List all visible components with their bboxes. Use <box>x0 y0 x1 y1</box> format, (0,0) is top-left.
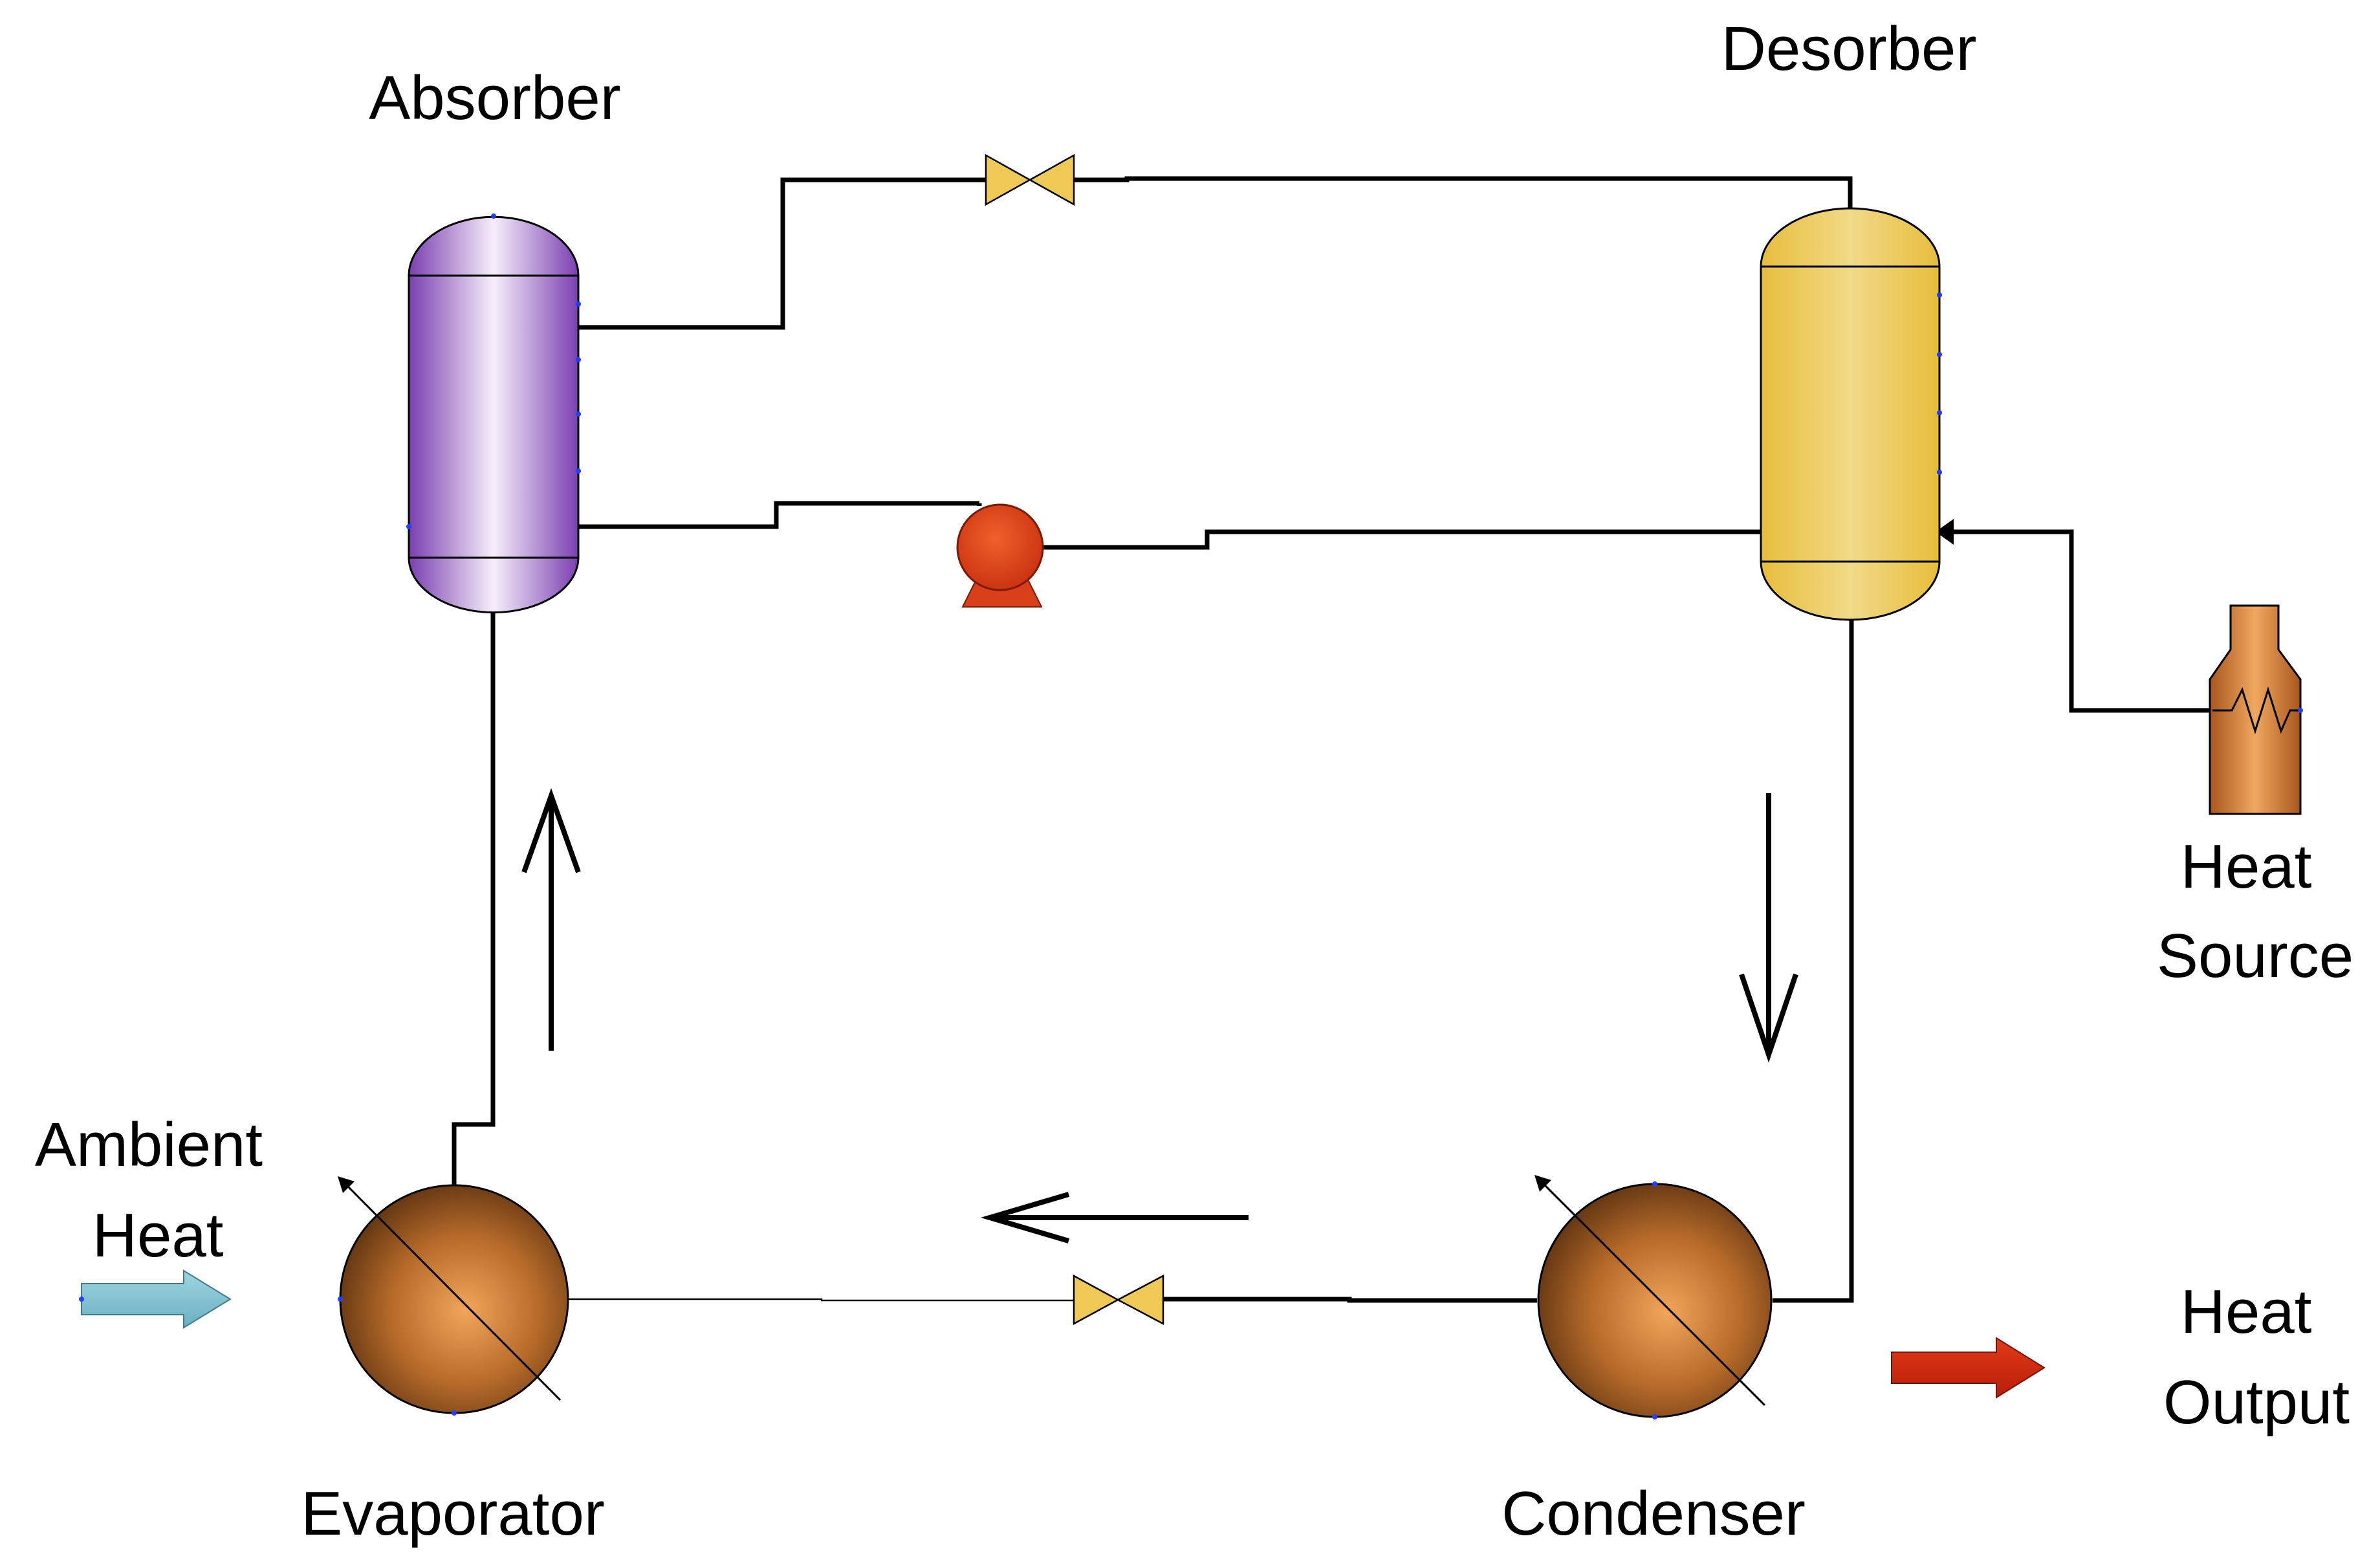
condenser-diagonal-arrowhead <box>1534 1175 1551 1192</box>
evaporator-label: Evaporator <box>301 1479 605 1548</box>
heat-output-label-line1: Heat <box>2181 1277 2312 1346</box>
flow-arrow-down <box>1739 793 1798 1063</box>
valve-top[interactable] <box>985 153 1075 206</box>
pipe-heat-source-to-desorber <box>1949 529 2210 713</box>
absorber-port <box>576 411 581 417</box>
desorber-vessel[interactable] <box>1760 207 1942 621</box>
evaporator[interactable] <box>338 1176 569 1416</box>
absorber-top-head <box>408 215 580 277</box>
heater-coil <box>2212 686 2300 735</box>
condenser-label: Condenser <box>1501 1479 1806 1548</box>
pipe-evaporator-to-absorber <box>452 612 496 1185</box>
pipe-absorber-to-pump <box>578 501 979 529</box>
absorber-port <box>576 357 581 362</box>
pipe-desorber-to-condenser <box>1773 619 1854 1303</box>
flow-arrow-up <box>521 788 581 1051</box>
evaporator-port <box>338 1297 343 1302</box>
pipe-valve-to-desorber <box>1074 176 1853 210</box>
condenser-port <box>1652 1414 1657 1419</box>
absorber-port <box>491 214 496 219</box>
flow-arrow-left <box>980 1192 1249 1244</box>
ambient-heat-label-line1: Ambient <box>35 1110 263 1179</box>
absorber-bottom-head <box>408 556 580 614</box>
ambient-heat-label-line2: Heat <box>93 1201 224 1270</box>
valve-icon <box>1073 1274 1120 1326</box>
pipe-absorber-to-desorber <box>578 177 986 330</box>
centrifugal-pump-icon <box>956 503 1044 591</box>
desorber-port <box>1937 292 1942 298</box>
absorber-port <box>576 468 581 474</box>
valve-icon-right <box>1116 1274 1164 1326</box>
heat-output-arrow-icon <box>1891 1337 2046 1399</box>
absorber-port <box>406 524 411 529</box>
heat-source-label-line2: Source <box>2157 921 2353 991</box>
valve-icon-right <box>1028 153 1075 206</box>
desorber-label: Desorber <box>1721 14 1977 83</box>
heat-exchanger-icon <box>1537 1183 1773 1418</box>
heat-source-label-line1: Heat <box>2181 832 2312 901</box>
arrow-down-icon <box>1739 973 1798 1063</box>
desorber-port <box>1937 410 1942 415</box>
desorber-port <box>1937 352 1942 357</box>
pipe-condenser-to-valve <box>1163 1297 1537 1303</box>
heat-output-label-line2: Output <box>2163 1368 2350 1437</box>
pump[interactable] <box>956 503 1044 608</box>
desorber-top-head <box>1760 207 1941 268</box>
desorber-bottom-head <box>1760 560 1941 621</box>
absorber-port <box>576 301 581 307</box>
absorber-label: Absorber <box>369 63 621 133</box>
condenser[interactable] <box>1534 1175 1773 1419</box>
pipe-valve-to-evaporator <box>567 1298 1074 1302</box>
pipes <box>452 176 2210 1303</box>
absorber-vessel[interactable] <box>406 214 581 614</box>
desorber-shell <box>1760 265 1941 563</box>
pipe-pump-to-desorber <box>1042 529 1761 550</box>
heat-source[interactable] <box>2209 604 2303 815</box>
arrow-up-icon <box>521 788 581 873</box>
valve-icon <box>985 153 1032 206</box>
fired-heater-icon <box>2209 604 2302 815</box>
desorber-port <box>1937 470 1942 475</box>
heat-exchanger-icon <box>339 1184 569 1414</box>
condenser-port <box>1652 1181 1657 1187</box>
valve-bottom[interactable] <box>1073 1274 1164 1326</box>
condenser-diagonal <box>1541 1181 1766 1407</box>
heat-inlet-arrowhead <box>1936 519 1954 545</box>
absorber-shell <box>408 274 580 559</box>
heater-port <box>2298 708 2303 713</box>
evaporator-diagonal <box>344 1183 562 1401</box>
evaporator-port <box>452 1410 457 1416</box>
ambient-heat-arrow-icon <box>81 1269 232 1329</box>
arrow-left-icon <box>980 1192 1070 1244</box>
ambient-arrow-port <box>79 1297 84 1302</box>
evaporator-diagonal-arrowhead <box>338 1176 355 1193</box>
